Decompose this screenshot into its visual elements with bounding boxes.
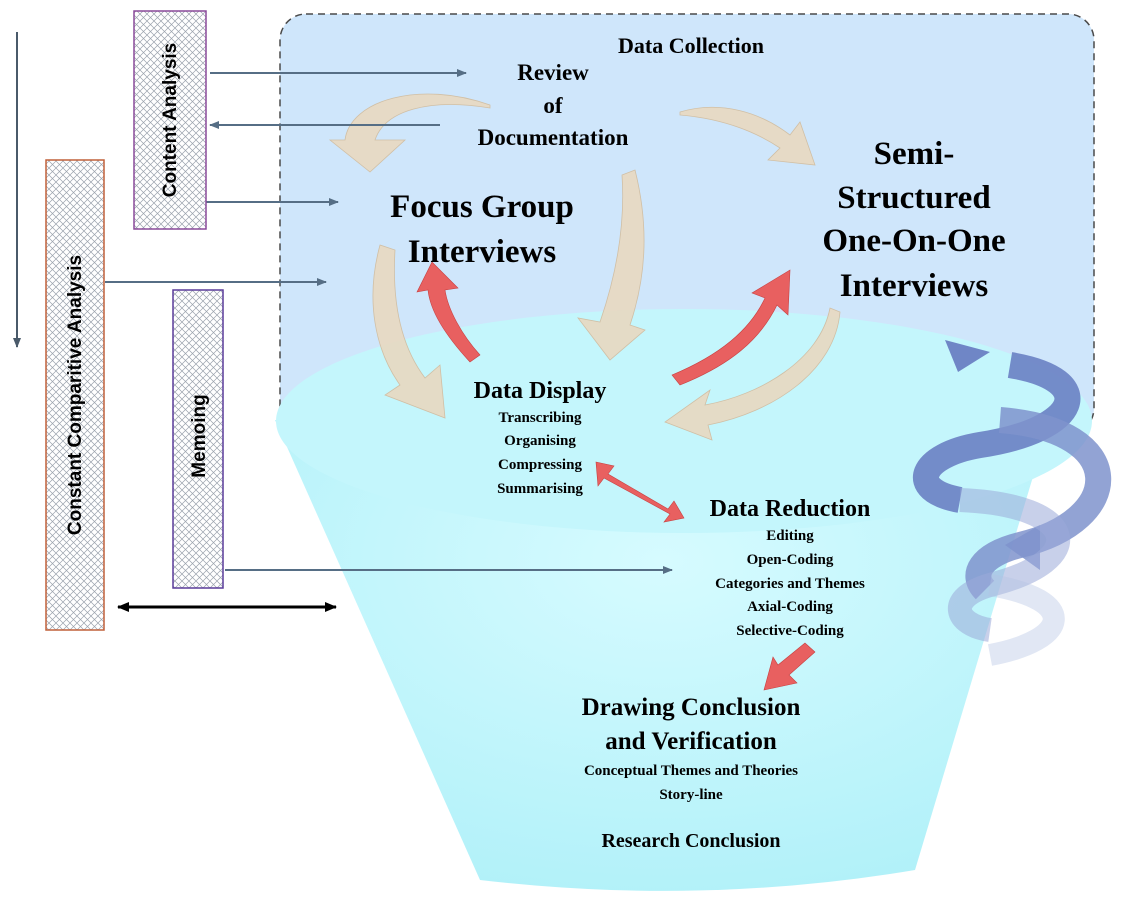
svg-text:Documentation: Documentation — [478, 125, 629, 150]
list-item: Compressing — [498, 457, 582, 473]
beige-flow-arrows — [328, 93, 841, 441]
memoing-box: Memoing — [172, 289, 224, 589]
svg-text:Structured: Structured — [837, 180, 990, 216]
memoing-label: Memoing — [189, 394, 210, 477]
list-item: Selective-Coding — [736, 623, 844, 639]
list-item: Conceptual Themes and Theories — [584, 763, 798, 779]
constant-comparitive-analysis-box: Constant Comparitive Analysis — [45, 159, 105, 631]
list-item: Transcribing — [498, 410, 582, 426]
svg-text:and Verification: and Verification — [605, 728, 777, 755]
list-item: Categories and Themes — [715, 576, 865, 592]
content-analysis-label: Content Analysis — [160, 43, 181, 198]
svg-text:Semi-: Semi- — [874, 136, 955, 172]
list-item: Editing — [766, 528, 814, 544]
list-item: Summarising — [497, 481, 583, 497]
svg-text:Drawing Conclusion: Drawing Conclusion — [582, 694, 801, 721]
svg-text:Interviews: Interviews — [408, 234, 557, 270]
svg-text:One-On-One: One-On-One — [822, 223, 1005, 259]
list-item: Axial-Coding — [747, 599, 833, 615]
data-display-items: Transcribing Organising Compressing Summ… — [497, 410, 583, 497]
svg-text:Review: Review — [517, 60, 589, 85]
list-item: Open-Coding — [747, 552, 834, 568]
focus-group-interviews: Focus Group Interviews — [390, 189, 574, 270]
list-item: Story-line — [659, 787, 723, 803]
blue-spiral-icon — [913, 340, 1112, 666]
svg-text:Interviews: Interviews — [840, 268, 989, 304]
drawing-conclusion: Drawing Conclusion and Verification Conc… — [582, 694, 801, 803]
data-collection-title: Data Collection — [618, 33, 764, 58]
data-display-title: Data Display — [474, 378, 607, 404]
semi-structured-interviews: Semi- Structured One-On-One Interviews — [822, 136, 1005, 304]
svg-text:of: of — [543, 93, 563, 118]
svg-text:Focus Group: Focus Group — [390, 189, 574, 225]
content-analysis-box: Content Analysis — [133, 10, 207, 230]
constant-comparitive-analysis-label: Constant Comparitive Analysis — [65, 255, 86, 535]
data-reduction-title: Data Reduction — [710, 496, 871, 522]
connector-arrows — [105, 69, 673, 574]
review-of-documentation: Review of Documentation — [478, 60, 629, 150]
list-item: Organising — [504, 433, 576, 449]
data-reduction-items: Editing Open-Coding Categories and Theme… — [715, 528, 865, 639]
research-conclusion: Research Conclusion — [601, 830, 780, 852]
red-flow-arrows — [416, 261, 816, 691]
